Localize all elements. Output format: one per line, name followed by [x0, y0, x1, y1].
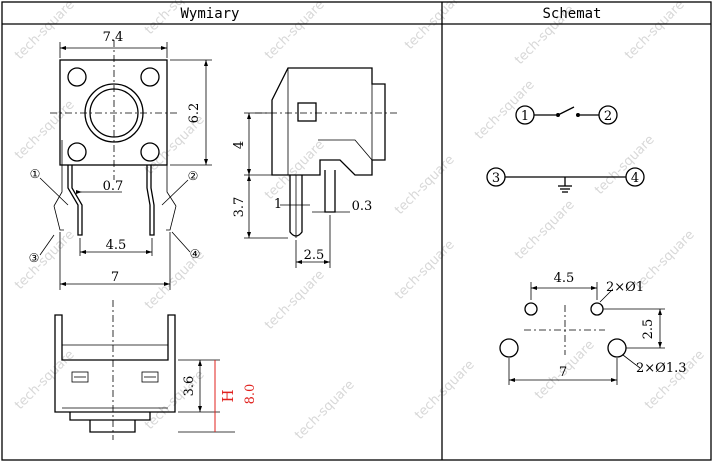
dim-pin-length: 3.7	[232, 197, 247, 218]
watermark-text: tech-square	[12, 227, 77, 292]
watermark-text: tech-square	[642, 347, 707, 412]
side-view-drawing	[244, 67, 400, 268]
bottom-view-drawing	[54, 300, 235, 440]
dim-body-height: 4	[232, 141, 247, 149]
pin-label-4: ④	[190, 247, 201, 261]
pcb-dim-large-pitch: 7	[559, 365, 567, 380]
pcb-dim-vertical: 2.5	[641, 319, 656, 340]
watermark-text: tech-square	[292, 377, 357, 442]
watermark-text: tech-square	[412, 357, 477, 422]
schematic-pin-3: 3	[492, 171, 500, 186]
schematic-pin-4: 4	[631, 171, 639, 186]
watermark-text: tech-square	[262, 267, 327, 332]
dim-pin-side-width: 0.3	[352, 199, 373, 214]
dim-total-width: 7	[111, 270, 119, 285]
dim-pin-offset: 2.5	[304, 248, 325, 263]
dim-pin-width: 0.7	[103, 179, 124, 194]
dim-pin-pitch: 4.5	[106, 238, 127, 253]
watermark-text: tech-square	[392, 152, 457, 217]
header-dimensions: Wymiary	[180, 6, 239, 22]
pin-label-1: ①	[30, 167, 41, 181]
schematic-pin-2: 2	[604, 109, 612, 124]
front-view-drawing	[39, 40, 212, 290]
watermark-text: tech-square	[592, 132, 657, 197]
pcb-dim-small-pitch: 4.5	[554, 271, 575, 286]
dim-pin-thickness: 1	[274, 197, 282, 212]
watermark-text: tech-square	[12, 0, 77, 63]
pin-label-3: ③	[29, 251, 40, 265]
dim-h-label: H	[219, 389, 237, 402]
watermark-text: tech-square	[12, 347, 77, 412]
dim-front-height: 6.2	[187, 103, 202, 124]
watermark-text: tech-square	[512, 197, 577, 262]
watermark-text: tech-square	[622, 0, 687, 63]
watermark-text: tech-square	[262, 0, 327, 63]
pcb-hole-large: 2×Ø1.3	[636, 361, 687, 376]
schematic-pin-1: 1	[521, 109, 529, 124]
dim-front-width: 7.4	[103, 30, 124, 45]
watermark-text: tech-square	[392, 237, 457, 302]
dim-h-value: 8.0	[243, 384, 258, 405]
watermark-text: tech-square	[402, 0, 467, 53]
pin-label-2: ②	[188, 169, 199, 183]
pcb-hole-small: 2×Ø1	[606, 280, 644, 295]
pcb-layout-drawing	[499, 282, 665, 385]
header-schematic: Schemat	[542, 6, 601, 22]
schematic-drawing	[486, 105, 645, 193]
dim-actuator-height: 3.6	[182, 376, 197, 397]
